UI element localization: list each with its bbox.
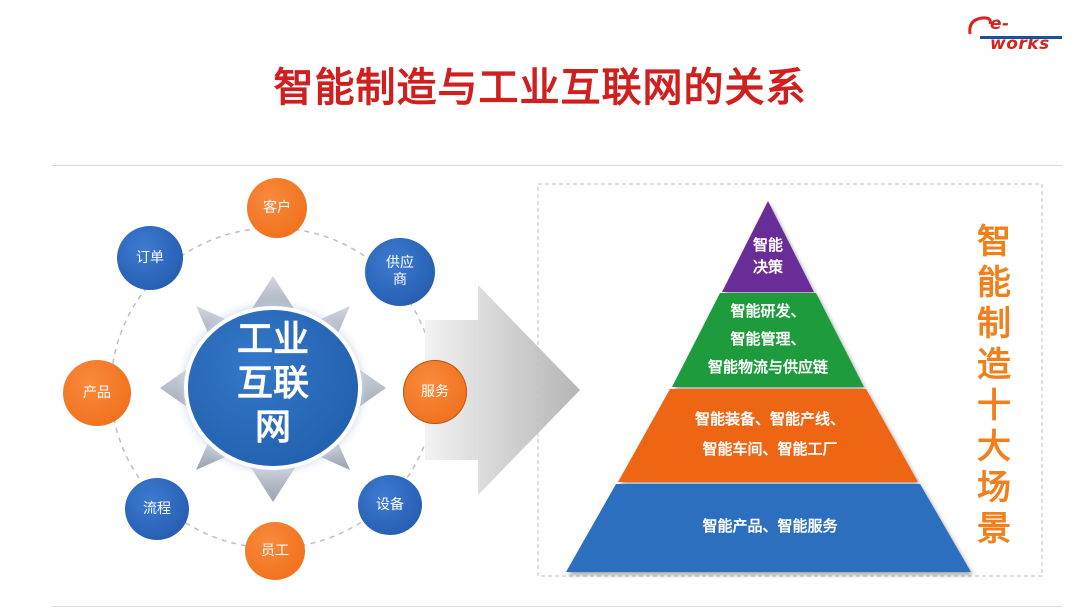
pyramid xyxy=(566,201,971,572)
ring-node-process: 流程 xyxy=(125,478,189,540)
relation-arrow xyxy=(425,285,580,495)
ring-node-staff: 员工 xyxy=(245,522,305,580)
hub-label: 工业 互联 网 xyxy=(208,318,338,450)
tier-label-decision: 智能 决策 xyxy=(752,236,783,276)
pyramid-side-title: 智 能 制 造 十 大 场 景 xyxy=(977,222,1011,549)
pyramid-tier-rnd xyxy=(672,293,864,387)
pyramid-tier-decision xyxy=(722,201,814,292)
ring-node-order: 订单 xyxy=(117,226,183,290)
tier-label-rnd: 智能研发、 智能管理、 智能物流与供应链 xyxy=(707,302,828,376)
logo-text: e-works xyxy=(990,14,1050,54)
content-panel xyxy=(52,165,1062,607)
ring-node-product: 产品 xyxy=(63,360,131,426)
logo-underline xyxy=(980,36,1062,39)
pyramid-tier-products xyxy=(566,484,971,572)
tier-label-products: 智能产品、智能服务 xyxy=(702,517,838,535)
logo-swoosh-icon xyxy=(968,16,992,35)
page-title: 智能制造与工业互联网的关系 xyxy=(273,65,807,111)
tier-label-equipment: 智能装备、智能产线、 智能车间、智能工厂 xyxy=(694,410,845,458)
hub-line: 工业 xyxy=(236,319,309,360)
ring-node-supplier: 供应 商 xyxy=(365,238,435,306)
pyramid-frame xyxy=(537,183,1043,577)
eworks-logo: e-works xyxy=(966,12,1066,54)
ring-node-service: 服务 xyxy=(403,360,467,424)
pyramid-tier-equipment xyxy=(618,389,918,482)
hub-line: 网 xyxy=(254,407,291,448)
ring-node-equipment: 设备 xyxy=(358,475,422,535)
ring-node-customer: 客户 xyxy=(247,178,307,238)
hub-line: 互联 xyxy=(236,363,309,404)
industrial-internet-hub xyxy=(188,310,358,466)
